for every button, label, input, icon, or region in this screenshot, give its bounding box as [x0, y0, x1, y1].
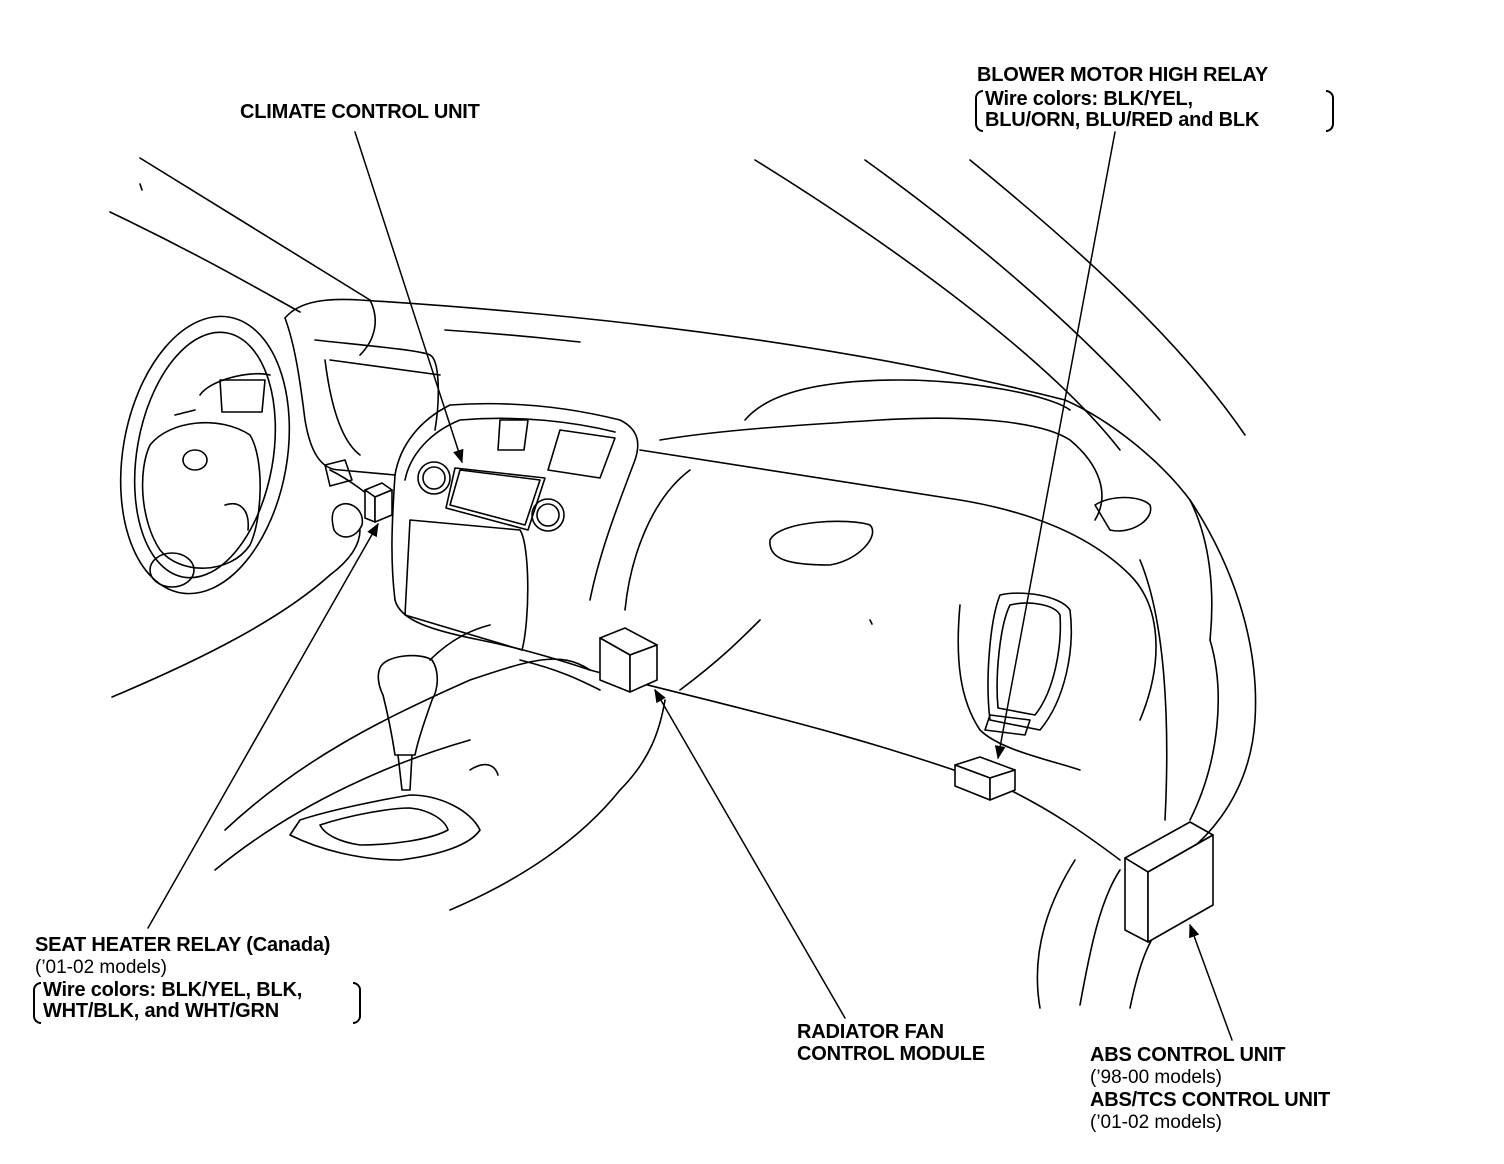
abs-leader [1189, 923, 1233, 1041]
blower-relay-box [954, 756, 1016, 801]
bracket-right [353, 982, 361, 1024]
instrument-cluster [199, 317, 440, 476]
windshield-lines [109, 157, 1246, 451]
center-stack [391, 402, 639, 671]
abs-tcs-control-unit-label: ABS/TCS CONTROL UNIT [1090, 1089, 1331, 1111]
abs-models-label: (’98-00 models) [1090, 1067, 1222, 1088]
abs-control-unit-box [1124, 821, 1214, 943]
seat-heater-relay-box [364, 482, 393, 523]
right-body-lines [1036, 559, 1219, 1009]
gear-shift-console [214, 624, 666, 911]
blower-wire-colors-line1: Wire colors: BLK/YEL, [985, 88, 1193, 110]
blower-motor-high-relay-label: BLOWER MOTOR HIGH RELAY [977, 64, 1268, 86]
dashboard-top [284, 298, 1257, 871]
radiator-fan-label-line2: CONTROL MODULE [797, 1043, 985, 1065]
seat-heater-leader [147, 522, 379, 929]
abs-tcs-models-label: (’01-02 models) [1090, 1112, 1222, 1133]
leader-lines [147, 131, 1233, 1041]
climate-leader [354, 131, 464, 464]
bracket-left [975, 90, 983, 132]
blower-wire-colors-line2: BLU/ORN, BLU/RED and BLK [985, 109, 1260, 131]
radiator-fan-module-box [599, 627, 658, 693]
bracket-right [1326, 90, 1334, 132]
climate-control-unit-label: CLIMATE CONTROL UNIT [240, 101, 480, 123]
seat-heater-relay-label: SEAT HEATER RELAY (Canada) [35, 934, 331, 956]
left-body-lines [111, 299, 376, 698]
radiator-fan-label-line1: RADIATOR FAN [797, 1021, 944, 1043]
seat-heater-models: (’01-02 models) [35, 957, 167, 978]
bracket-left [33, 982, 41, 1024]
dashboard-fascia [329, 379, 1157, 861]
abs-control-unit-label: ABS CONTROL UNIT [1090, 1044, 1286, 1066]
radiator-leader [654, 688, 846, 1019]
steering-wheel [119, 315, 291, 595]
seat-heater-wire-colors-line1: Wire colors: BLK/YEL, BLK, [43, 979, 303, 1001]
blower-leader [994, 131, 1116, 760]
seat-heater-wire-colors-line2: WHT/BLK, and WHT/GRN [43, 1000, 279, 1022]
